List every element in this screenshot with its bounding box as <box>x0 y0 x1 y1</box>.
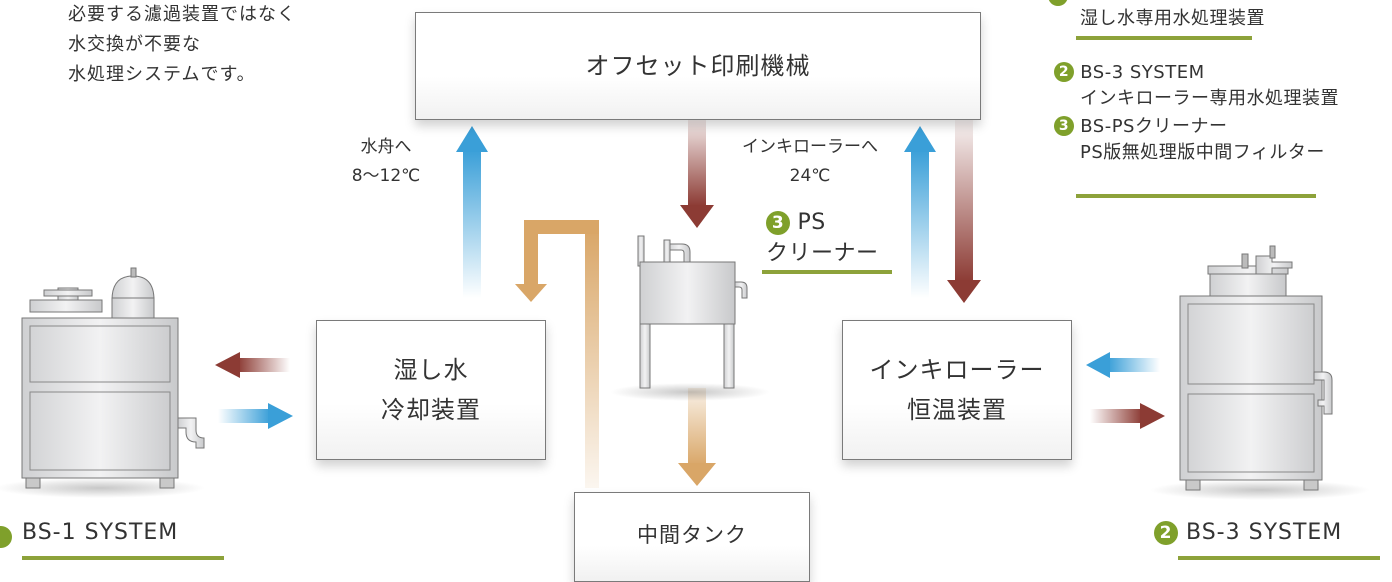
bs3-underline <box>1178 556 1380 560</box>
bs3-system-label: 2 BS-3 SYSTEM <box>1154 520 1342 545</box>
ps-cleaner-illustration <box>610 235 770 401</box>
intro-line-1: 必要する濾過装置ではなく <box>68 4 296 25</box>
ink-roller-temp-box: インキローラー 恒温装置 <box>842 320 1072 460</box>
arrow-ink-roller-to-bs3 <box>1090 403 1165 429</box>
bs3-machine-illustration <box>1150 245 1370 500</box>
arrow-up-to-water-pan <box>456 126 488 298</box>
ps-cleaner-number-badge: 3 <box>766 211 790 235</box>
flow-label-ink-roller-line-1: インキローラーへ <box>742 137 878 157</box>
legend-2-badge: 2 <box>1054 62 1074 82</box>
ps-cleaner-label-line-1: 3 PS <box>766 208 896 238</box>
arrow-ps-cleaner-to-tank <box>678 388 716 486</box>
arrow-tank-to-dampening <box>515 220 599 488</box>
flow-diagram <box>0 110 1370 500</box>
intermediate-tank-title: 中間タンク <box>637 523 747 547</box>
ps-cleaner-underline <box>762 270 892 274</box>
legend-1-underline <box>1076 36 1252 40</box>
intro-text: 必要する濾過装置ではなく 水交換が不要な 水処理システムです。 <box>68 0 296 90</box>
legend-3-line-1: 3 BS-PSクリーナー <box>1054 114 1325 140</box>
dampening-cooler-box: 湿し水 冷却装置 <box>316 320 546 460</box>
bs1-machine-illustration <box>0 267 205 498</box>
legend-3-line-2: PS版無処理版中間フィルター <box>1080 142 1325 163</box>
ink-roller-line-1: インキローラー <box>869 356 1045 384</box>
intro-line-2: 水交換が不要な <box>68 34 201 55</box>
bs1-system-name: BS-1 SYSTEM <box>22 520 179 545</box>
bs3-system-label-line: 2 BS-3 SYSTEM <box>1154 520 1342 545</box>
legend-1-badge <box>1048 0 1068 6</box>
flow-label-water-pan: 水舟へ 8〜12℃ <box>336 133 436 191</box>
legend-item-1: 湿し水専用水処理装置 <box>1048 0 1392 46</box>
flow-label-water-pan-line-2: 8〜12℃ <box>351 166 421 186</box>
legend-3-badge: 3 <box>1054 116 1074 136</box>
intro-line-3: 水処理システムです。 <box>68 64 256 85</box>
arrow-down-from-offset <box>947 110 981 303</box>
legend: 湿し水専用水処理装置 2 BS-3 SYSTEM インキローラー専用水処理装置 … <box>1048 0 1392 198</box>
legend-2-line-2: インキローラー専用水処理装置 <box>1080 88 1339 109</box>
dampening-cooler-line-1: 湿し水 <box>393 356 469 384</box>
ink-roller-line-2: 恒温装置 <box>907 396 1007 424</box>
intermediate-tank-box: 中間タンク <box>574 492 810 582</box>
flow-label-water-pan-line-1: 水舟へ <box>360 137 412 157</box>
bs3-number-badge: 2 <box>1154 521 1178 545</box>
offset-printing-box: オフセット印刷機械 <box>415 12 981 120</box>
bs1-underline <box>22 556 224 560</box>
ps-cleaner-label-line-2: クリーナー <box>766 241 879 266</box>
legend-2-title: BS-3 SYSTEM <box>1080 62 1205 83</box>
ps-cleaner-label: 3 PS クリーナー <box>766 208 896 270</box>
flow-label-ink-roller: インキローラーへ 24℃ <box>730 133 890 191</box>
arrow-up-to-ink-roller <box>904 126 936 298</box>
arrow-bs1-to-dampening <box>218 403 293 429</box>
bs1-number-badge <box>0 526 12 548</box>
arrow-bs3-to-ink-roller <box>1086 352 1160 378</box>
arrow-dampening-to-bs1 <box>215 352 290 378</box>
flow-label-ink-roller-line-2: 24℃ <box>789 166 831 186</box>
offset-printing-title: オフセット印刷機械 <box>585 52 811 80</box>
dampening-cooler-line-2: 冷却装置 <box>381 396 481 424</box>
legend-item-3: 3 BS-PSクリーナー PS版無処理版中間フィルター <box>1054 114 1325 166</box>
legend-3-title: BS-PSクリーナー <box>1080 116 1228 137</box>
ps-cleaner-label-ps: PS <box>797 210 826 235</box>
bs3-system-name: BS-3 SYSTEM <box>1186 520 1343 545</box>
legend-1-line-2: 湿し水専用水処理装置 <box>1080 8 1265 29</box>
legend-3-underline <box>1076 194 1316 198</box>
legend-2-line-1: 2 BS-3 SYSTEM <box>1054 60 1339 86</box>
arrow-down-to-ps-cleaner <box>680 110 714 228</box>
legend-item-2: 2 BS-3 SYSTEM インキローラー専用水処理装置 <box>1054 60 1339 112</box>
